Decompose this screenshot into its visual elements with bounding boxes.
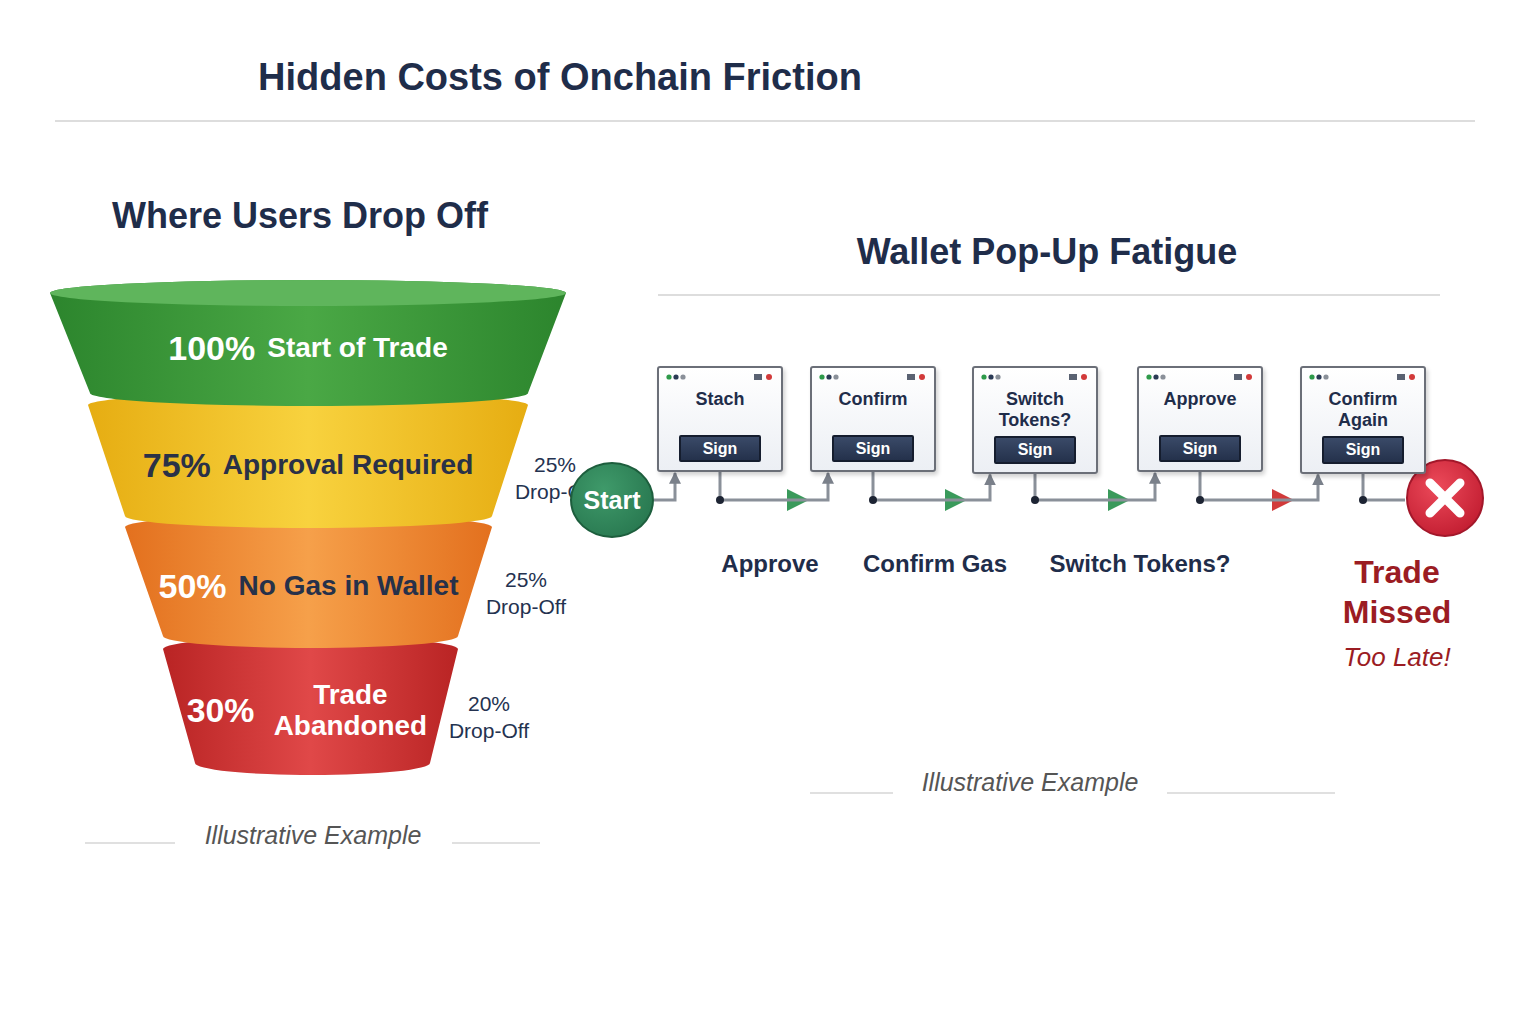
window-chrome [1307,371,1419,385]
caption-note: Illustrative Example [880,767,1180,797]
popup-window: StachSign [657,366,783,472]
window-chrome [1144,371,1256,385]
window-heading: Approve [1163,389,1236,410]
label-box: Illustrative Example [880,767,1180,797]
stage-label: No Gas in Wallet [239,571,459,602]
window-heading: Stach [695,389,744,410]
funnel-band: 30% Trade Abandoned [163,637,458,775]
label-box: 20% Drop-Off [440,690,538,745]
flow-connector [720,472,828,500]
funnel-band: 75% Approval Required [88,393,528,528]
start-circle: Start [570,462,654,538]
heading-rule [658,294,1440,296]
band-body [88,393,528,528]
section-heading: Where Users Drop Off [40,194,560,237]
percent-value: 75% [143,447,211,484]
window-heading: Confirm Again [1308,389,1418,430]
button-label: Sign [1161,439,1238,458]
caption-rule [1167,792,1335,794]
title-box: Hidden Costs of Onchain Friction [160,56,960,99]
sign-button: Sign [994,436,1075,463]
funnel-band: 50% No Gas in Wallet [125,515,492,648]
outcome-note: Too Late! [1317,642,1477,673]
label-box: Illustrative Example [163,820,463,850]
step-label: Confirm Gas [845,550,1025,579]
flow-connector [1035,473,1155,500]
junction-dot [1031,496,1039,504]
label-box: Approve [690,550,850,579]
caption-rule [452,842,540,844]
fail-cross [1430,483,1460,513]
sign-button: Sign [1159,435,1240,462]
button-label: Sign [996,440,1073,459]
percent-value: 30% [187,692,255,729]
popup-window: Switch Tokens? Sign [972,366,1098,474]
caption-note: Illustrative Example [163,820,463,850]
band-body [125,515,492,648]
flow-connector [1200,472,1318,500]
band-content: 50% No Gas in Wallet [125,531,492,642]
percent-value: 100% [168,330,255,367]
step-label: Switch Tokens? [1035,550,1245,579]
step-label: Approve [690,550,850,579]
outcome-label: Trade Missed [1317,552,1477,632]
band-content: 75% Approval Required [88,409,528,522]
window-chrome [664,371,776,385]
start-label: Start [584,486,641,515]
label-box: Trade Missed [1317,552,1477,632]
stage-label: Approval Required [223,450,473,481]
stage-label: Start of Trade [267,333,447,364]
caption-rule [85,842,175,844]
label-box: 25% Drop-Off [477,566,575,621]
junction-dot [1196,496,1204,504]
band-rim [50,280,566,306]
popup-window: Confirm AgainSign [1300,366,1426,474]
junction-dot [716,496,724,504]
window-heading: Switch Tokens? [980,389,1090,430]
label-box: Too Late! [1317,642,1477,673]
button-label: Sign [1324,440,1401,459]
band-content: 100% Start of Trade [50,297,566,400]
button-label: Sign [834,439,911,458]
funnel-band: 100% Start of Trade [50,280,566,406]
end-line [1363,474,1405,500]
label-box: Confirm Gas [845,550,1025,579]
sign-button: Sign [1322,436,1403,463]
section-heading: Wallet Pop-Up Fatigue [747,230,1347,273]
dropoff-note: 20% Drop-Off [440,690,538,745]
band-body [50,280,566,406]
button-label: Sign [681,439,758,458]
stage-label: Trade Abandoned [266,680,434,741]
page-title: Hidden Costs of Onchain Friction [160,56,960,99]
label-box: Where Users Drop Off [40,194,560,237]
sign-button: Sign [679,435,760,462]
junction-dot [869,496,877,504]
window-heading: Confirm [839,389,908,410]
popup-window: ApproveSign [1137,366,1263,472]
flow-connector [873,472,990,500]
label-box: Switch Tokens? [1035,550,1245,579]
caption-rule [810,792,893,794]
label-box: Wallet Pop-Up Fatigue [747,230,1347,273]
band-content: 30% Trade Abandoned [163,653,458,769]
sign-button: Sign [832,435,913,462]
window-chrome [817,371,929,385]
window-chrome [979,371,1091,385]
popup-window: ConfirmSign [810,366,936,472]
flow-connector [654,473,675,500]
band-body [163,637,458,775]
dropoff-note: 25% Drop-Off [477,566,575,621]
percent-value: 50% [159,568,227,605]
title-rule [55,120,1475,122]
junction-dot [1359,496,1367,504]
